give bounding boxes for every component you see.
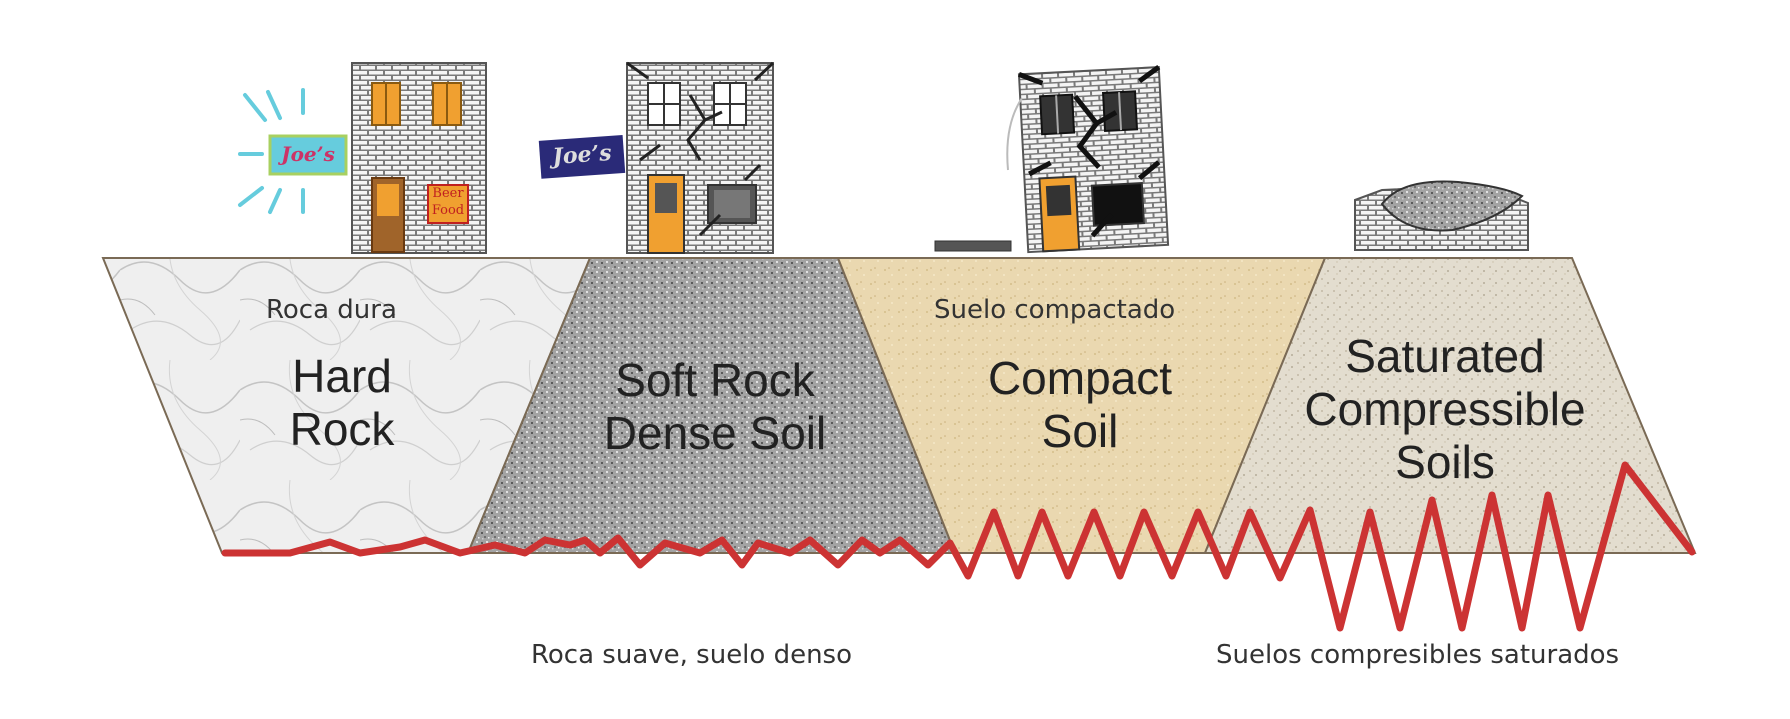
joes-sign-text-2: Joe’s bbox=[551, 139, 613, 171]
rubble-icon bbox=[1354, 180, 1529, 251]
spanish-label-hard-rock: Roca dura bbox=[266, 295, 397, 325]
joes-sign-board bbox=[538, 134, 626, 179]
spanish-label-soft-rock: Roca suave, suelo denso bbox=[531, 640, 853, 670]
label-soft-rock: Soft Rock Dense Soil bbox=[603, 354, 827, 459]
fallen-sign-icon bbox=[934, 240, 1012, 252]
spanish-label-saturated: Suelos compresibles saturados bbox=[1216, 640, 1620, 670]
beer-sign-text: Beer bbox=[432, 186, 464, 201]
spanish-label-compact-soil: Suelo compactado bbox=[934, 295, 1176, 325]
shock-lines-icon bbox=[238, 88, 305, 214]
label-hard-rock: Hard Rock bbox=[289, 350, 395, 455]
building-icon bbox=[351, 62, 487, 254]
seismic-wave-icon bbox=[221, 461, 1696, 632]
building-icon bbox=[1017, 65, 1170, 254]
joes-sign-text: Joe’s bbox=[281, 142, 335, 166]
joes-sign-board bbox=[268, 134, 348, 176]
label-compact-soil: Compact Soil bbox=[987, 352, 1173, 457]
building-icon bbox=[626, 61, 775, 254]
label-saturated: Saturated Compressible Soils bbox=[1304, 330, 1586, 488]
food-sign-text: Food bbox=[431, 203, 465, 218]
